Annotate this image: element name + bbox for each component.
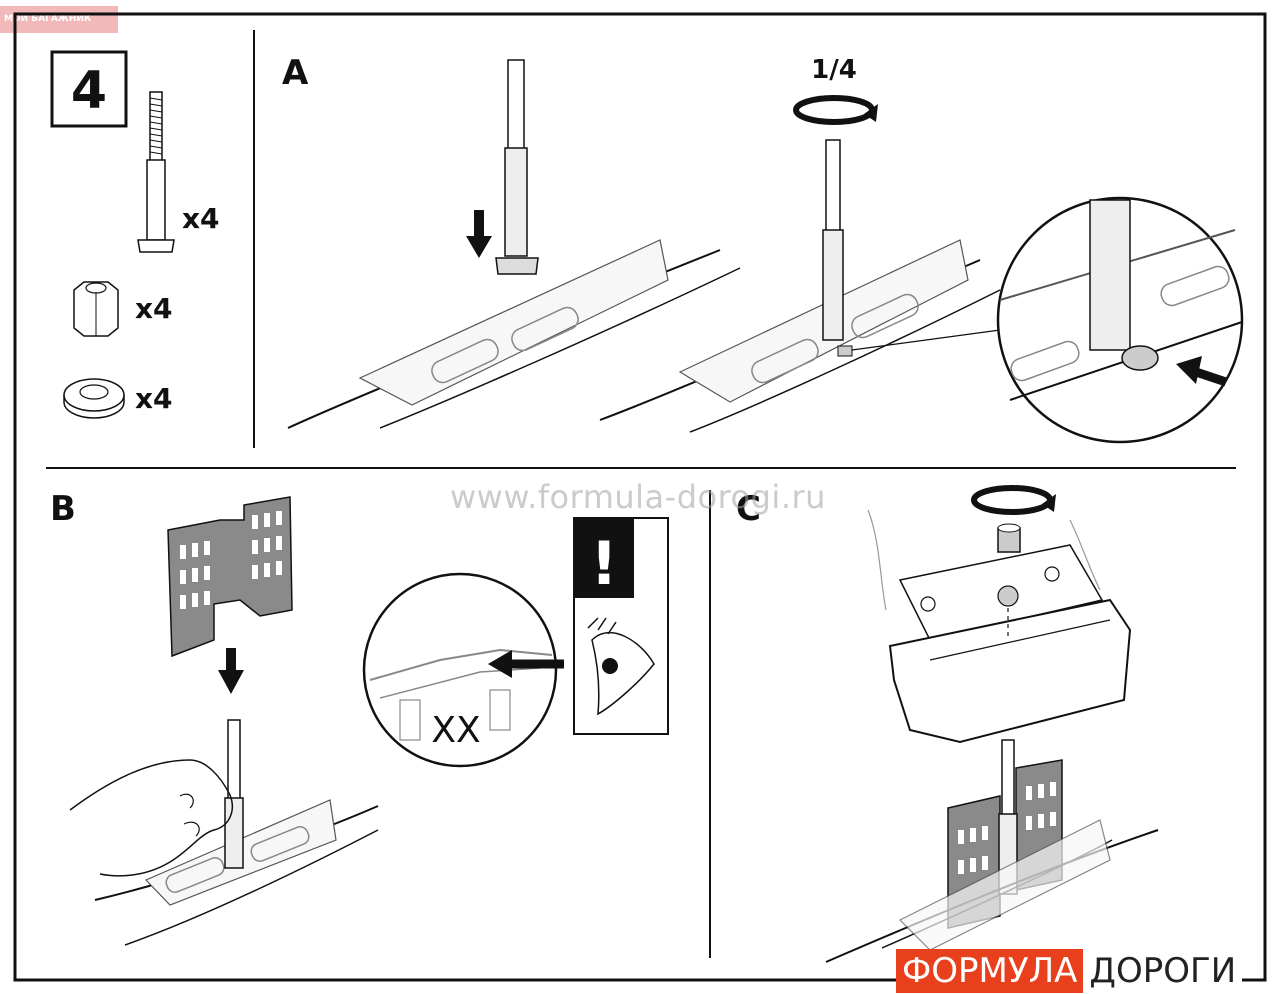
part-nut-icon xyxy=(73,281,119,337)
panel-a-detail-arrow-icon xyxy=(1176,356,1228,387)
corner-badge: МОЙ БАГАЖНИК xyxy=(0,6,118,33)
panel-b-down-arrow-icon xyxy=(218,648,244,694)
part-t-bolt-qty: x4 xyxy=(182,202,220,235)
panel-a-label: A xyxy=(282,53,309,93)
sheet-border xyxy=(13,12,1267,982)
panel-b-label: B xyxy=(50,489,76,529)
panel-c-nut-icon xyxy=(997,523,1021,553)
panel-a-bolt-icon xyxy=(495,59,539,275)
panel-b-hand-icon xyxy=(69,759,234,877)
panel-b-mark-text: XX xyxy=(431,710,480,751)
panel-a-turn-label: 1/4 xyxy=(811,55,857,85)
panel-b-warning-box: ! xyxy=(573,517,669,735)
panel-a-detail-magnifier xyxy=(996,196,1244,444)
panel-b-adapter-pad xyxy=(167,496,293,658)
panel-a-down-arrow-icon xyxy=(466,210,492,258)
brand-logo: ФОРМУЛА ДОРОГИ xyxy=(896,949,1243,993)
part-nut-qty: x4 xyxy=(135,292,173,325)
part-t-bolt-icon xyxy=(137,91,175,253)
part-washer-qty: x4 xyxy=(135,382,173,415)
panel-c-foot-housing xyxy=(867,509,1132,744)
panel-b-detail-magnifier: XX xyxy=(362,572,558,768)
panel-c-label: C xyxy=(736,489,761,529)
panel-a-rail-left xyxy=(287,239,741,429)
panel-c-rotate-icon xyxy=(971,485,1056,515)
watermark: www.formula-dorogi.ru xyxy=(450,478,826,516)
panel-c-rail xyxy=(825,819,1159,963)
panel-b-detail-arrow-icon xyxy=(488,650,564,678)
part-washer-icon xyxy=(63,378,125,419)
panel-a-installed-bolt-icon xyxy=(822,139,1001,357)
panel-b-bolt-icon xyxy=(224,719,244,869)
eye-icon xyxy=(587,617,655,716)
brand-part2: ДОРОГИ xyxy=(1083,949,1243,993)
brand-part1: ФОРМУЛА xyxy=(896,949,1084,993)
panel-a-rotate-icon xyxy=(793,95,878,125)
step-number: 4 xyxy=(71,61,107,121)
step-number-box: 4 xyxy=(50,50,128,128)
panel-b-warning-sign: ! xyxy=(590,529,617,599)
